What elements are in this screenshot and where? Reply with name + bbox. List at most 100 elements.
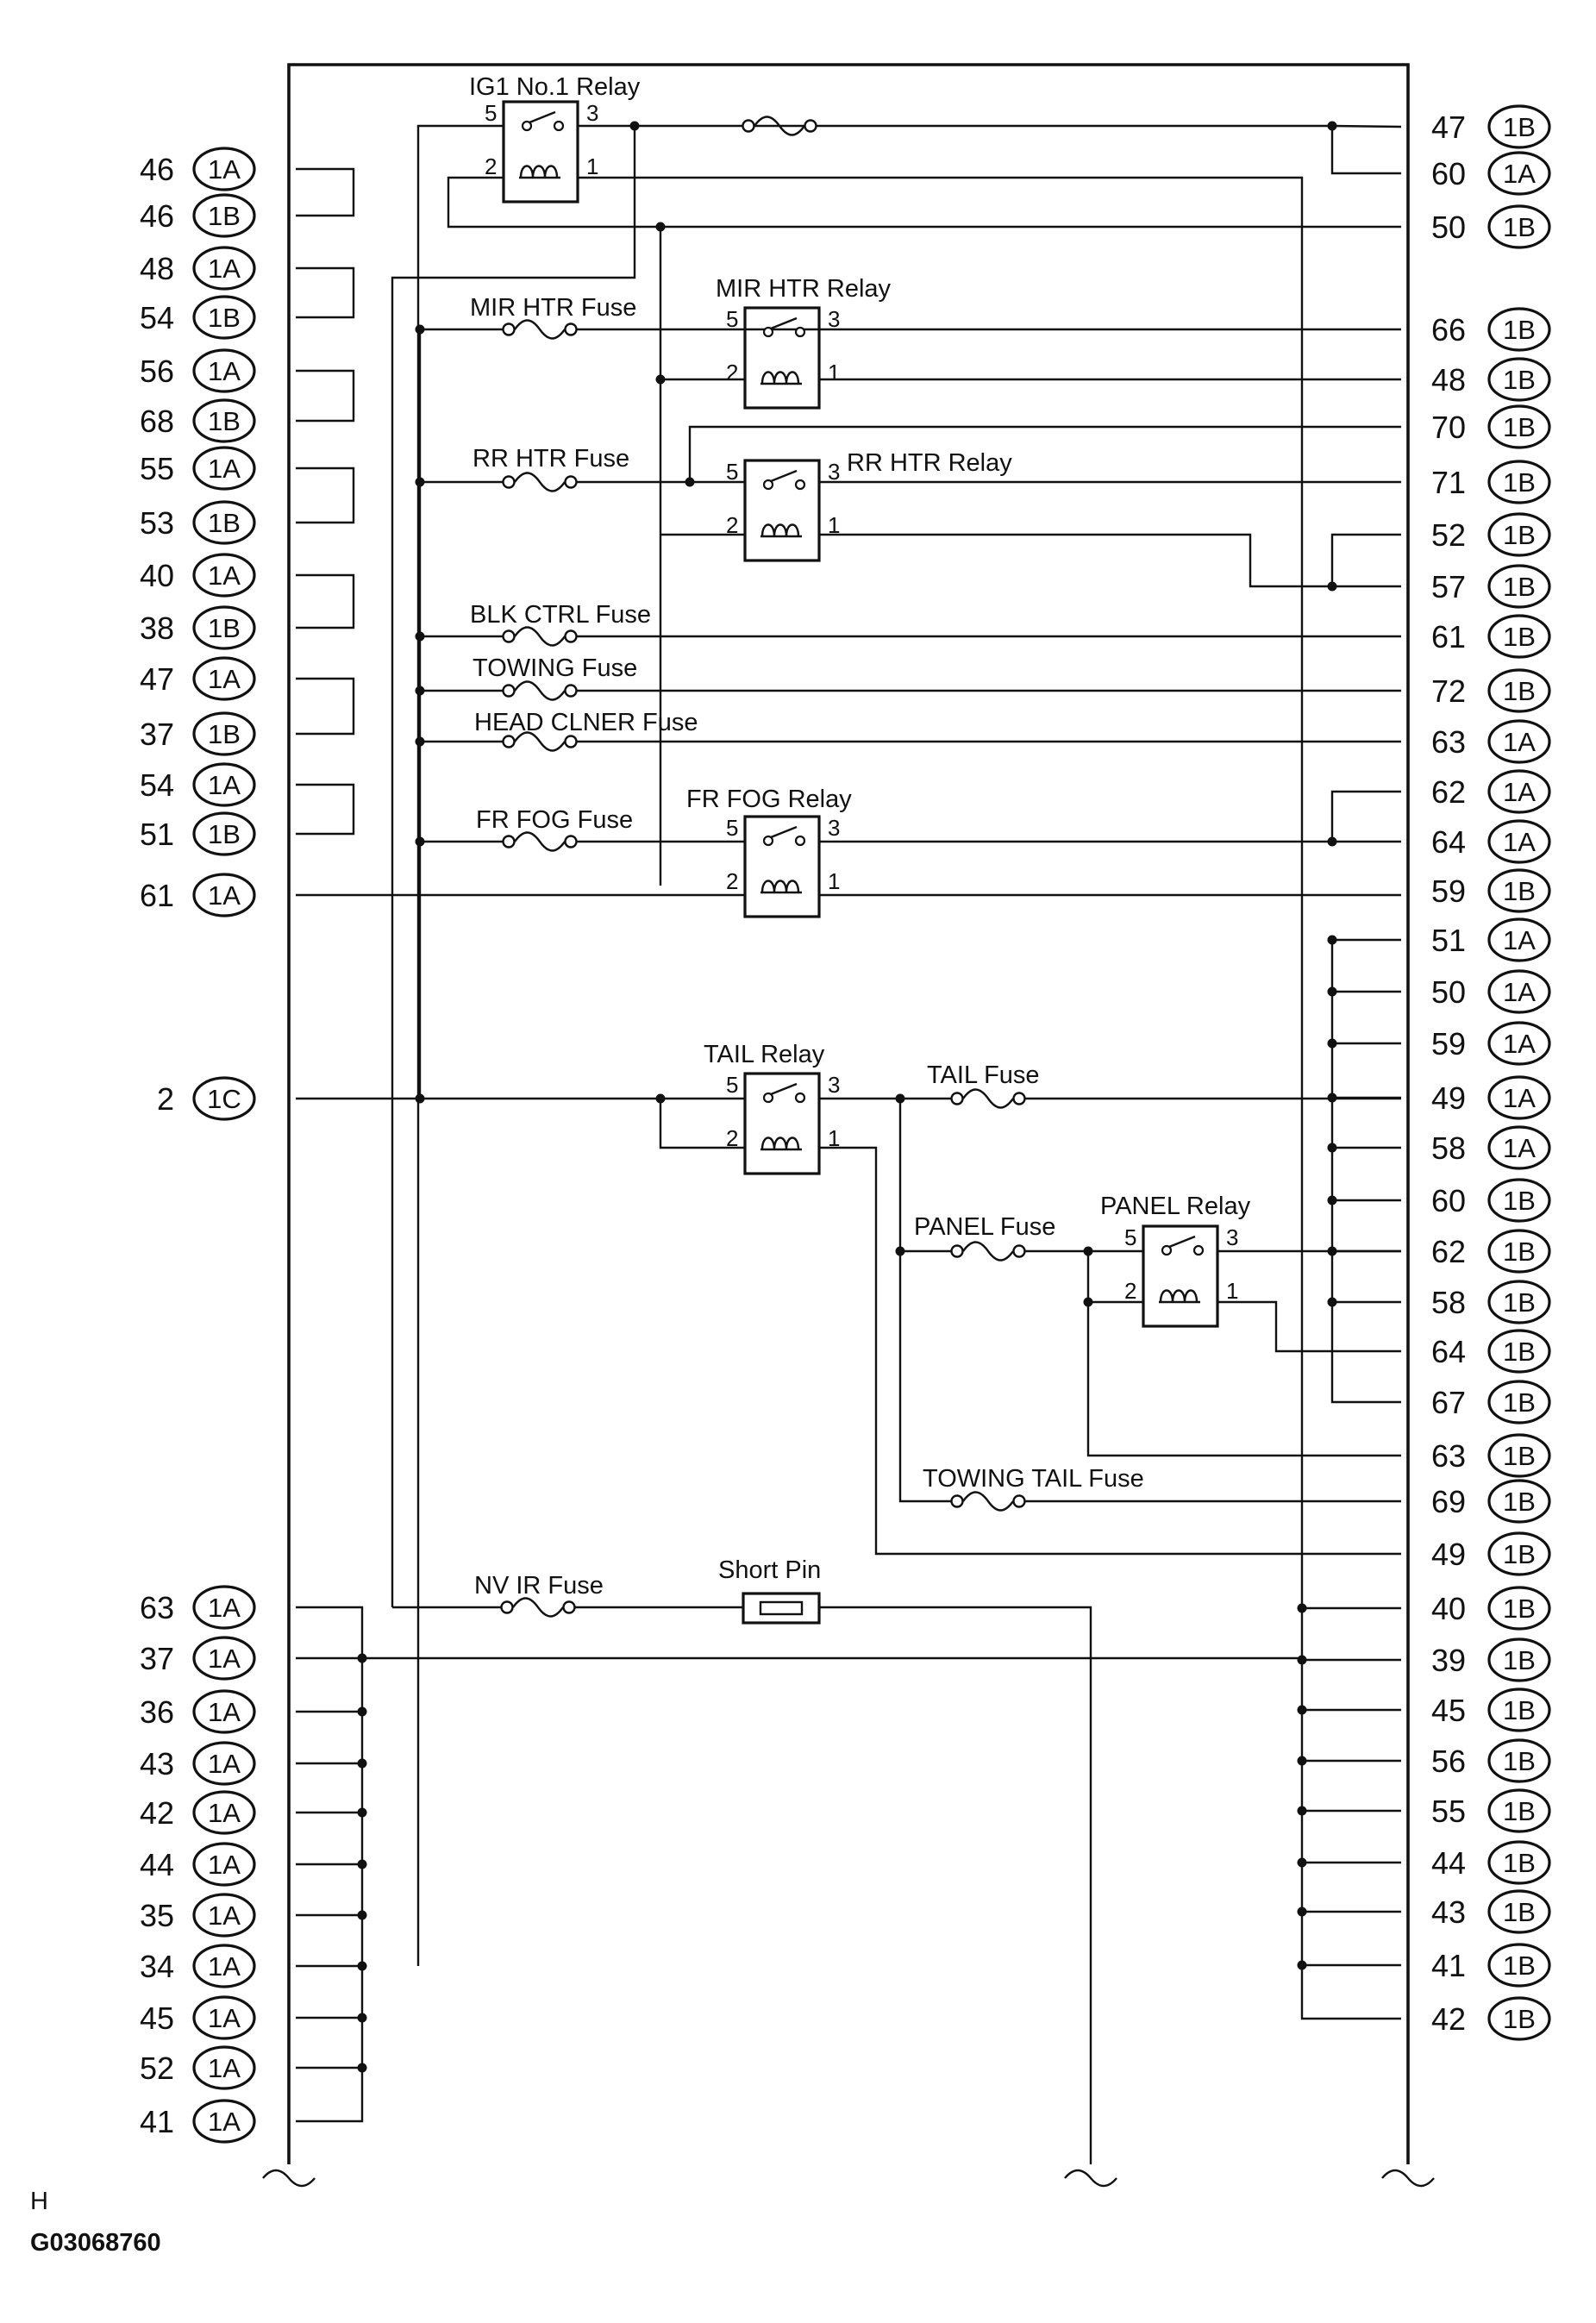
connector-oval — [1487, 1687, 1551, 1732]
fuse-terminal — [1012, 1092, 1026, 1105]
pin-number: 40 — [1431, 1591, 1466, 1626]
relay-body — [1142, 1224, 1219, 1328]
connector-id: 1B — [1503, 1441, 1536, 1471]
pin-number: 46 — [140, 152, 174, 187]
pin-number: 66 — [1431, 312, 1466, 348]
relay-coil — [1159, 1289, 1200, 1304]
relay-coil — [760, 523, 802, 538]
relay-pin-number: 1 — [586, 153, 598, 179]
connector-id: 1A — [1503, 777, 1536, 807]
pin-number: 35 — [140, 1898, 174, 1933]
fuse-blkctrl — [502, 626, 578, 647]
fuse-headclner — [502, 731, 578, 752]
short-pin-label: Short Pin — [718, 1556, 821, 1584]
pin-number: 37 — [140, 717, 174, 752]
break-mark — [1381, 2169, 1435, 2188]
switch-arm — [770, 1082, 798, 1096]
connector-oval — [192, 2045, 256, 2090]
loop-back-wire — [296, 783, 355, 836]
terminal-left-54-1A: 54 1A — [140, 762, 256, 807]
connector-oval — [1487, 1531, 1551, 1576]
fuse-label-frfog: FR FOG Fuse — [476, 806, 633, 834]
fuse-terminal — [564, 735, 578, 748]
relay-pin-number: 1 — [828, 1125, 840, 1151]
fuse-nvir — [500, 1597, 576, 1618]
pin-number: 48 — [1431, 362, 1466, 398]
connector-oval — [192, 711, 256, 756]
connector-id: 1A — [208, 770, 241, 800]
connector-oval — [1487, 1380, 1551, 1424]
junction-dot — [1327, 836, 1337, 847]
pin-number: 37 — [140, 1641, 174, 1676]
connector-oval — [192, 246, 256, 291]
pin-number: 59 — [1431, 873, 1466, 909]
relay-pin-number: 3 — [1226, 1224, 1238, 1250]
fuse-element — [514, 626, 566, 647]
pin-number: 34 — [140, 1949, 174, 1984]
pin-number: 59 — [1431, 1026, 1466, 1061]
relay-pin-number: 5 — [726, 459, 738, 485]
switch-contact — [794, 1092, 806, 1104]
fuse-element — [514, 680, 566, 701]
pin-number: 54 — [140, 767, 174, 803]
wire — [1330, 790, 1401, 842]
connector-oval — [1487, 1586, 1551, 1631]
wire-tail-coil-out — [819, 1146, 1401, 1556]
connector-id: 1B — [1503, 1848, 1536, 1878]
fuse-terminal — [950, 1494, 964, 1508]
connector-id: 1A — [1503, 1083, 1536, 1113]
connector-oval — [1487, 1996, 1551, 2041]
fuse-element — [962, 1491, 1014, 1512]
fuse-terminal — [502, 835, 516, 848]
relay-pin-number: 2 — [726, 512, 738, 538]
connector-oval — [1487, 1889, 1551, 1934]
connector-id: 1B — [1503, 1897, 1536, 1927]
pin-number: 43 — [140, 1746, 174, 1781]
relay-body — [502, 100, 579, 203]
fuse-terminal — [950, 1092, 964, 1105]
pin-number: 56 — [1431, 1744, 1466, 1779]
connector-id: 1B — [1503, 1287, 1536, 1318]
connector-oval — [1487, 668, 1551, 713]
connector-oval — [1487, 307, 1551, 352]
connector-id: 1A — [208, 2107, 241, 2137]
fuse-element — [754, 116, 805, 136]
connector-id: 1B — [1503, 365, 1536, 395]
pin-number: 69 — [1431, 1484, 1466, 1519]
connector-id: 1B — [1503, 1594, 1536, 1624]
pin-number: 48 — [140, 251, 174, 286]
connector-oval — [192, 2099, 256, 2144]
connector-id: 1A — [208, 454, 241, 484]
fuse-terminal — [502, 629, 516, 643]
relay-pin-number: 2 — [726, 868, 738, 894]
junction-dot — [1327, 986, 1337, 997]
relay-coil — [760, 880, 802, 894]
fuse-label-nvir: NV IR Fuse — [474, 1572, 604, 1600]
pin-number: 45 — [1431, 1693, 1466, 1728]
wire-ig1-switched — [391, 126, 636, 1607]
fuse-terminal — [1012, 1494, 1026, 1508]
connector-oval — [1487, 460, 1551, 504]
connector-id: 1A — [208, 1697, 241, 1727]
loop-back-wire — [296, 466, 355, 524]
break-mark — [262, 2169, 316, 2188]
fuse-mirhtr — [502, 319, 578, 340]
pin-number: 41 — [140, 2104, 174, 2139]
connector-oval — [1487, 1178, 1551, 1223]
connector-oval — [1487, 1788, 1551, 1833]
connector-oval — [1487, 151, 1551, 196]
switch-contact — [762, 835, 774, 847]
wire-panel-63 — [1086, 1251, 1401, 1457]
connector-oval — [192, 193, 256, 238]
